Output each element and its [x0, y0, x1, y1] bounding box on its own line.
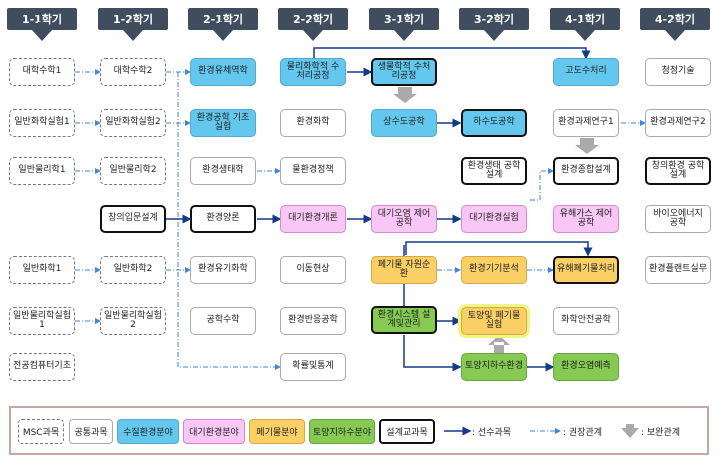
course-box: 일반화학실험1 — [9, 109, 75, 137]
course-box: 대기오염 제어공학 — [371, 205, 437, 233]
course-box: 환경기기분석 — [461, 256, 527, 284]
legend-common: 공통과목 — [69, 419, 113, 444]
course-box: 대학수학1 — [9, 58, 75, 86]
legend-waste: 폐기물분야 — [249, 419, 305, 444]
legend-panel — [9, 406, 709, 455]
course-box: 환경화학 — [280, 109, 346, 137]
course-box: 생물학적 수처리공정 — [371, 58, 437, 86]
course-box: 환경양론 — [190, 205, 256, 233]
header-down-arrow — [32, 22, 52, 41]
course-box: 화학안전공학 — [553, 307, 619, 335]
course-box: 대학수학2 — [100, 58, 166, 86]
header-down-arrow — [665, 22, 685, 41]
course-box: 청정기술 — [645, 58, 711, 86]
course-box: 확률및통계 — [280, 353, 346, 381]
course-box: 환경시스템 설계및관리 — [371, 306, 437, 334]
course-box: 고도수처리 — [553, 58, 619, 86]
header-down-arrow — [575, 22, 595, 41]
header-semester-2-2: 2-2학기 — [278, 8, 348, 30]
course-box: 바이오에너지 공학 — [645, 205, 711, 233]
header-down-arrow — [484, 22, 504, 41]
course-box: 창의환경 공학설계 — [645, 157, 711, 185]
course-box: 상수도공학 — [371, 109, 437, 137]
course-box: 전공컴퓨터기초 — [9, 353, 75, 381]
course-box: 대기환경개론 — [280, 205, 346, 233]
course-box: 환경유기화학 — [190, 256, 256, 284]
course-box: 토양지하수환경 — [461, 353, 527, 381]
course-box: 공학수학 — [190, 307, 256, 335]
course-box: 토양및 폐기물실험 — [461, 307, 527, 335]
course-box: 환경반응공학 — [280, 307, 346, 335]
legend-complement-label: : 보완관계 — [641, 428, 681, 438]
header-semester-3-2: 3-2학기 — [459, 8, 529, 30]
course-box: 일반화학1 — [9, 256, 75, 284]
course-box: 환경종합설계 — [553, 157, 619, 185]
course-box: 환경과제연구2 — [645, 109, 711, 137]
course-box: 일반물리학2 — [100, 157, 166, 185]
prereq-lines — [166, 47, 593, 372]
recommend-lines — [75, 69, 646, 370]
course-box: 환경오염예측 — [553, 353, 619, 381]
course-box: 환경과제연구1 — [553, 109, 619, 137]
course-box: 대기환경실험 — [461, 205, 527, 233]
course-box: 환경플랜트실무 — [645, 256, 711, 284]
legend-recommend-label: : 권장관계 — [563, 428, 603, 438]
course-box: 이동현상 — [280, 256, 346, 284]
header-semester-1-2: 1-2학기 — [98, 8, 168, 30]
complement-arrows — [393, 87, 599, 353]
header-down-arrow — [394, 22, 414, 41]
course-box: 일반물리학실험2 — [100, 307, 166, 335]
course-box: 하수도공학 — [461, 109, 527, 137]
legend-msc: MSC과목 — [18, 419, 64, 444]
header-down-arrow — [303, 22, 323, 41]
course-box: 환경유체역학 — [190, 58, 256, 86]
course-box: 일반물리학실험1 — [9, 307, 75, 335]
course-box: 유해가스 제어공학 — [553, 205, 619, 233]
course-box: 일반화학2 — [100, 256, 166, 284]
course-box: 환경생태학 — [190, 157, 256, 185]
course-box: 유해폐기물처리 — [553, 256, 619, 284]
course-box: 환경생태 공학설계 — [461, 157, 527, 185]
header-semester-4-1: 4-1학기 — [550, 8, 620, 30]
course-box: 물리화학적 수처리공정 — [280, 58, 346, 86]
course-box: 폐기물 자원순환 — [371, 256, 437, 284]
header-semester-3-1: 3-1학기 — [369, 8, 439, 30]
header-semester-4-2: 4-2학기 — [640, 8, 710, 30]
course-box: 일반화학실험2 — [100, 109, 166, 137]
legend-prereq-label: : 선수과목 — [472, 428, 512, 438]
legend-design: 설계교과목 — [379, 419, 435, 444]
legend-soil: 토양지하수분야 — [309, 419, 375, 444]
legend-water: 수질환경분야 — [117, 419, 179, 444]
course-box: 물환경정책 — [280, 157, 346, 185]
header-semester-1-1: 1-1학기 — [7, 8, 77, 30]
course-box: 환경공학 기초실험 — [190, 109, 256, 137]
header-semester-2-1: 2-1학기 — [188, 8, 258, 30]
course-box: 일반물리학1 — [9, 157, 75, 185]
header-down-arrow — [213, 22, 233, 41]
course-box: 창의입문설계 — [100, 205, 166, 233]
header-down-arrow — [123, 22, 143, 41]
legend-air: 대기환경분야 — [183, 419, 245, 444]
